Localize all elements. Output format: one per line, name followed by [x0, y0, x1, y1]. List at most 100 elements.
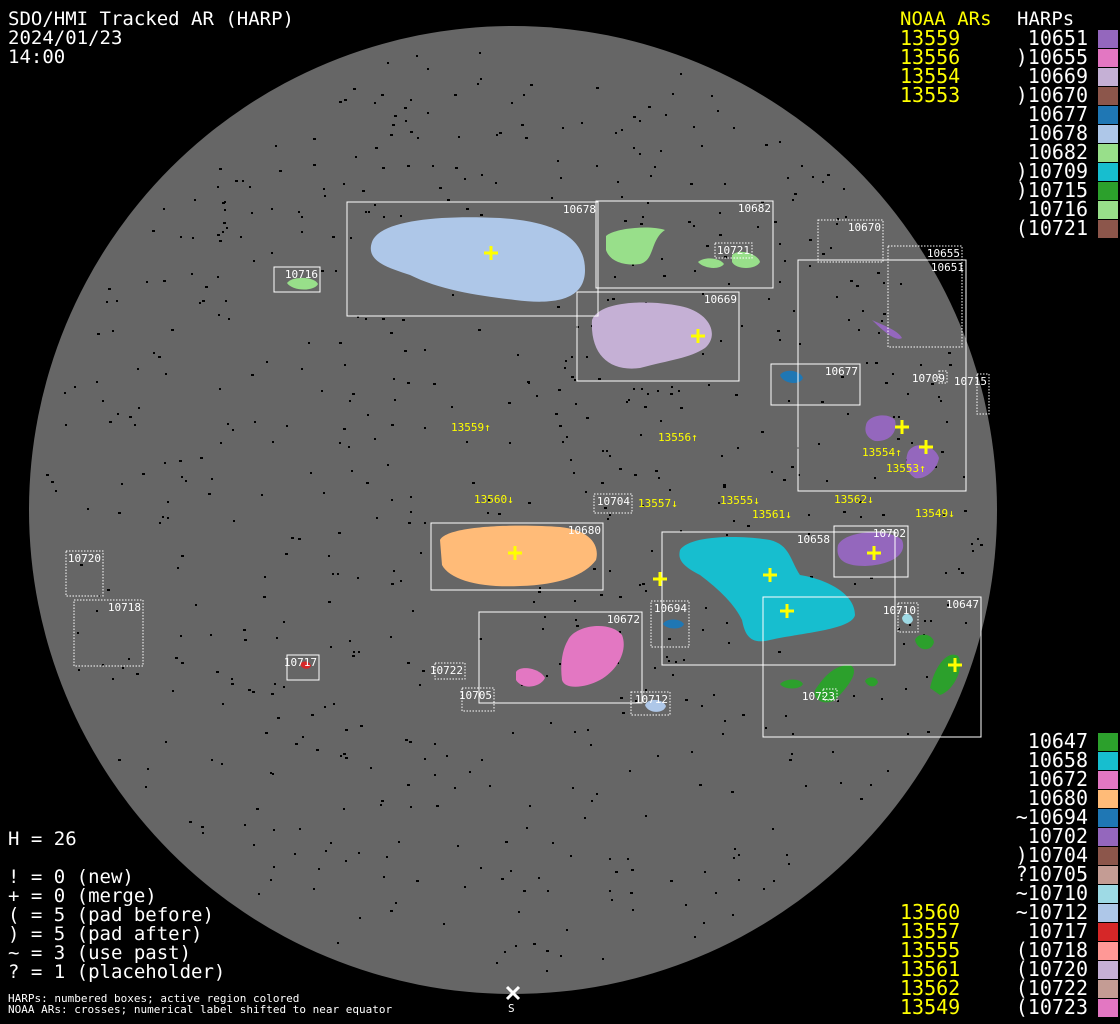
speck: [405, 120, 407, 122]
speck: [407, 662, 410, 664]
speck: [152, 230, 155, 232]
speck: [883, 313, 886, 315]
speck: [390, 910, 393, 912]
speck: [628, 399, 630, 401]
active-region-patch: [561, 625, 624, 687]
speck: [301, 216, 303, 218]
speck: [375, 147, 378, 149]
harp-box: [762, 596, 982, 738]
harp-box-label: 10704: [597, 495, 630, 508]
speck: [571, 376, 574, 378]
speck: [708, 384, 710, 386]
speck: [711, 95, 713, 97]
speck: [488, 499, 490, 501]
speck: [337, 942, 339, 944]
speck: [680, 407, 683, 409]
speck: [612, 298, 615, 300]
active-region-patch: [814, 665, 855, 703]
speck: [109, 421, 112, 423]
harp-count: H = 26: [8, 828, 77, 850]
speck: [302, 736, 304, 738]
noaa-labels: 13559↑13556↑13554↑13553↑13560↓13557↓1355…: [451, 421, 955, 521]
speck: [558, 389, 561, 391]
speck: [742, 714, 745, 716]
speck: [232, 429, 234, 431]
speck: [963, 476, 965, 478]
speck: [663, 275, 666, 277]
speck: [657, 755, 659, 757]
speck: [972, 550, 974, 552]
harp-color-swatch: [1098, 904, 1118, 922]
speck: [231, 678, 233, 680]
speck: [728, 642, 730, 644]
speck: [192, 237, 194, 239]
speck: [172, 690, 174, 692]
speck: [481, 759, 483, 761]
speck: [420, 552, 422, 554]
speck: [668, 638, 671, 640]
speck: [107, 589, 110, 591]
speck: [832, 751, 834, 753]
speck: [487, 512, 489, 514]
speck: [590, 744, 592, 746]
speck: [343, 183, 345, 185]
speck: [542, 628, 544, 630]
active-region-patch: [902, 614, 913, 624]
speck: [272, 773, 274, 775]
speck: [701, 145, 703, 147]
speck: [128, 658, 130, 660]
harp-legend-item: (10720: [1015, 957, 1088, 981]
speck: [345, 757, 348, 759]
noaa-ar-label: 13557↓: [638, 497, 678, 510]
harp-box: [576, 291, 740, 382]
speck: [313, 164, 316, 166]
speck: [424, 758, 426, 760]
speck: [407, 382, 410, 384]
speck: [783, 479, 786, 481]
harp-box: [976, 373, 990, 415]
active-region-patch: [698, 258, 724, 268]
harp-box-label: 10670: [848, 221, 881, 234]
speck: [395, 902, 397, 904]
speck: [458, 136, 460, 138]
speck: [633, 388, 635, 390]
harp-color-swatch: [1098, 182, 1118, 200]
speck: [757, 226, 759, 228]
speck: [404, 107, 407, 109]
speck: [185, 480, 187, 482]
speck: [538, 591, 541, 593]
noaa-cross-icon: [653, 572, 667, 586]
speck: [547, 890, 549, 892]
speck: [496, 962, 498, 964]
speck: [424, 522, 426, 524]
speck: [699, 784, 702, 786]
speck: [596, 793, 598, 795]
harp-color-swatch: [1098, 163, 1118, 181]
speck: [680, 73, 682, 75]
speck: [640, 223, 643, 225]
speck: [788, 400, 790, 402]
footer-noaa-note: NOAA ARs: crosses; numerical label shift…: [8, 1003, 393, 1016]
harp-color-swatch: [1098, 752, 1118, 770]
speck: [907, 733, 909, 735]
speck: [866, 362, 868, 364]
speck: [366, 482, 369, 484]
speck: [211, 478, 213, 480]
harp-legend-item: 10678: [1027, 121, 1088, 145]
speck: [777, 330, 780, 332]
harp-box: [595, 200, 774, 289]
active-region-patch: [780, 679, 803, 689]
speck: [87, 508, 89, 510]
speck: [294, 853, 296, 855]
speck: [765, 144, 768, 146]
noaa-ar-label: 13562↓: [834, 493, 874, 506]
speck: [645, 689, 647, 691]
speck: [136, 673, 139, 675]
active-region-patch: [865, 415, 896, 442]
harp-legend-item: (10722: [1015, 976, 1088, 1000]
speck: [393, 570, 395, 572]
harp-legend-item: 10669: [1027, 64, 1088, 88]
map-date: 2024/01/23: [8, 27, 123, 49]
speck: [301, 231, 303, 233]
speck: [102, 664, 104, 666]
